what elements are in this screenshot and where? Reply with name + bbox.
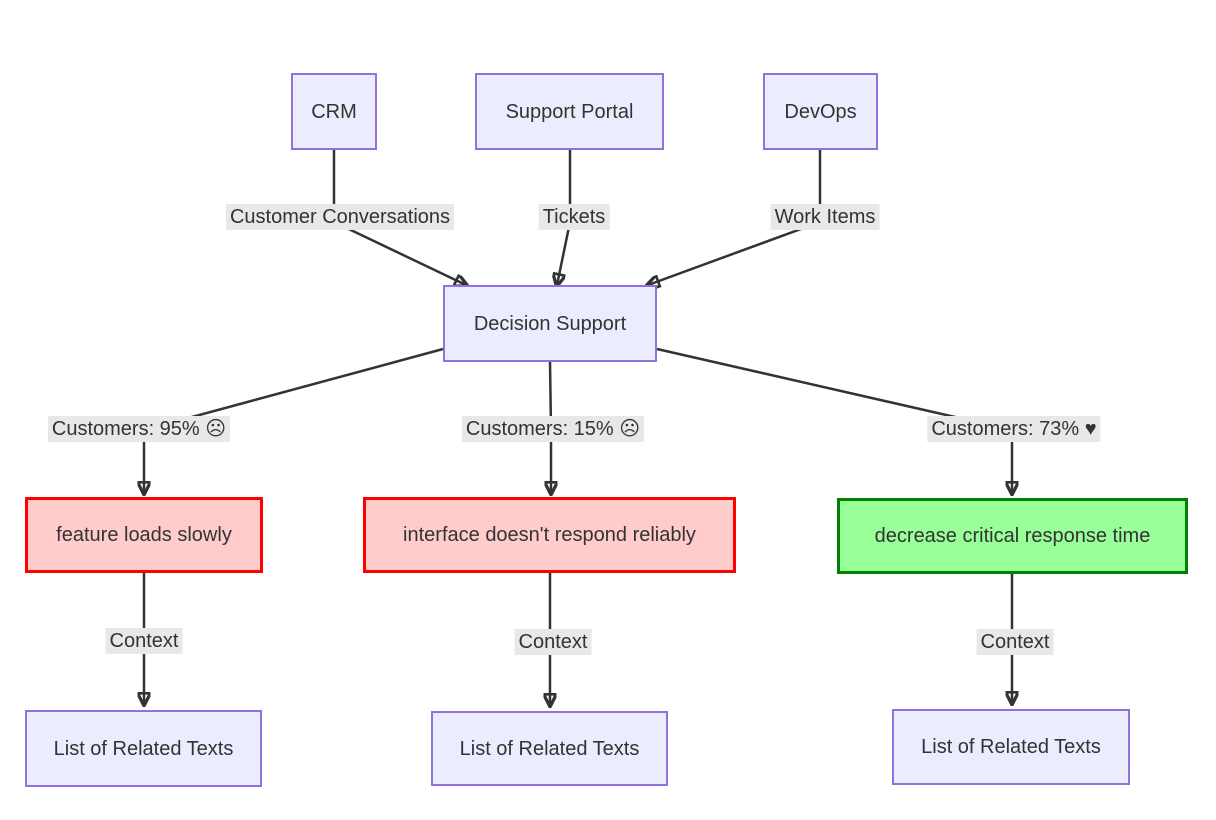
node-opportunity-decrease-response-time: decrease critical response time xyxy=(837,498,1188,574)
node-problem-feature-loads-slowly: feature loads slowly xyxy=(25,497,263,573)
node-related-texts-1: List of Related Texts xyxy=(25,710,262,787)
edge-label-customer-conversations: Customer Conversations xyxy=(225,204,455,230)
node-devops: DevOps xyxy=(763,73,878,150)
node-problem-1-label: feature loads slowly xyxy=(56,524,232,546)
edge-label-work-items: Work Items xyxy=(770,204,880,230)
edge-label-tickets: Tickets xyxy=(538,204,610,230)
node-support-portal: Support Portal xyxy=(475,73,664,150)
node-related-texts-3: List of Related Texts xyxy=(892,709,1130,785)
node-problem-2-label: interface doesn't respond reliably xyxy=(403,524,696,546)
edge-label-customers-73-heart: Customers: 73% ♥ xyxy=(927,416,1101,442)
node-related-3-label: List of Related Texts xyxy=(921,736,1101,758)
node-crm: CRM xyxy=(291,73,377,150)
edge-label-customers-15-sad: Customers: 15% ☹ xyxy=(461,416,645,442)
node-decision-support: Decision Support xyxy=(443,285,657,362)
edge-label-customers-95-sad: Customers: 95% ☹ xyxy=(47,416,231,442)
node-problem-interface-unreliable: interface doesn't respond reliably xyxy=(363,497,736,573)
node-devops-label: DevOps xyxy=(784,100,857,123)
node-support-portal-label: Support Portal xyxy=(505,100,634,123)
edge-label-context-2: Context xyxy=(514,629,592,655)
node-related-2-label: List of Related Texts xyxy=(459,737,640,760)
node-opportunity-1-label: decrease critical response time xyxy=(874,525,1151,547)
node-related-1-label: List of Related Texts xyxy=(53,737,234,760)
edge-label-context-1: Context xyxy=(105,628,183,654)
node-related-texts-2: List of Related Texts xyxy=(431,711,668,786)
node-crm-label: CRM xyxy=(311,100,357,123)
node-decision-support-label: Decision Support xyxy=(473,312,627,335)
edge-label-context-3: Context xyxy=(976,629,1054,655)
